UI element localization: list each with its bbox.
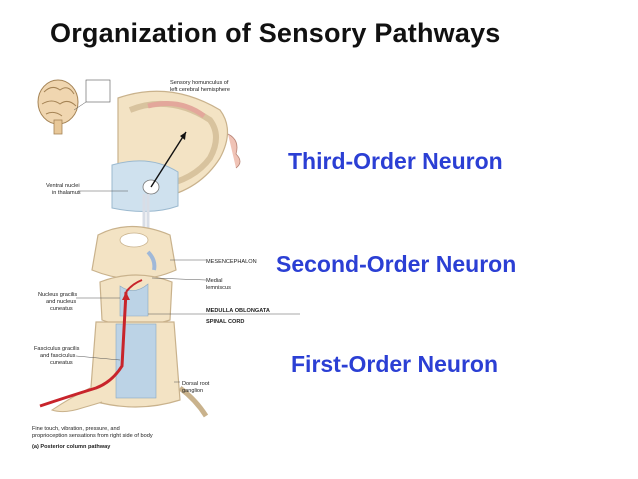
lemniscus-label: lemniscus xyxy=(206,285,231,291)
thalamus-label: in thalamus xyxy=(52,190,81,196)
thalamus-region xyxy=(111,160,179,213)
gracilis-nucleus-label: cuneatus xyxy=(50,306,73,312)
fasciculus-label: and fasciculus xyxy=(40,353,76,359)
ganglion-label: ganglion xyxy=(182,388,203,394)
medulla-label: MEDULLA OBLONGATA xyxy=(206,308,270,314)
mesencephalon-section xyxy=(91,226,177,280)
slide-title: Organization of Sensory Pathways xyxy=(50,18,501,48)
label-leaders xyxy=(75,190,300,383)
thalamus-label: Ventral nuclei xyxy=(46,183,80,189)
posterior-column-pathway-figure: Sensory homunculus of left cerebral hemi… xyxy=(30,70,310,470)
second-order-neuron-label: Second-Order Neuron xyxy=(276,251,517,277)
spinal-cord-segment xyxy=(50,321,209,418)
spinal-cord-label: SPINAL CORD xyxy=(206,319,244,325)
first-order-pathway xyxy=(39,279,143,408)
pathway-illustration: Sensory homunculus of left cerebral hemi… xyxy=(32,79,300,450)
third-order-neuron-label: Third-Order Neuron xyxy=(288,148,503,174)
mesencephalon-label: MESENCEPHALON xyxy=(206,259,257,265)
first-order-neuron-label: First-Order Neuron xyxy=(291,351,499,377)
brain-thumbnail xyxy=(37,79,111,135)
figure-caption: (a) Posterior column pathway xyxy=(32,444,111,450)
gracilis-nucleus-label: Nucleus gracilis xyxy=(38,292,77,298)
ganglion-label: Dorsal root xyxy=(182,381,210,387)
gracilis-nucleus-label: and nucleus xyxy=(46,299,76,305)
fasciculus-label: cuneatus xyxy=(50,360,73,366)
sensations-label: Fine touch, vibration, pressure, and xyxy=(32,426,120,432)
fasciculus-label: Fasciculus gracilis xyxy=(34,346,80,352)
lemniscus-label: Medial xyxy=(206,278,222,284)
homunculus-label: left cerebral hemisphere xyxy=(170,87,230,93)
sensations-label: proprioception sensations from right sid… xyxy=(32,433,153,439)
homunculus-label: Sensory homunculus of xyxy=(170,80,229,86)
